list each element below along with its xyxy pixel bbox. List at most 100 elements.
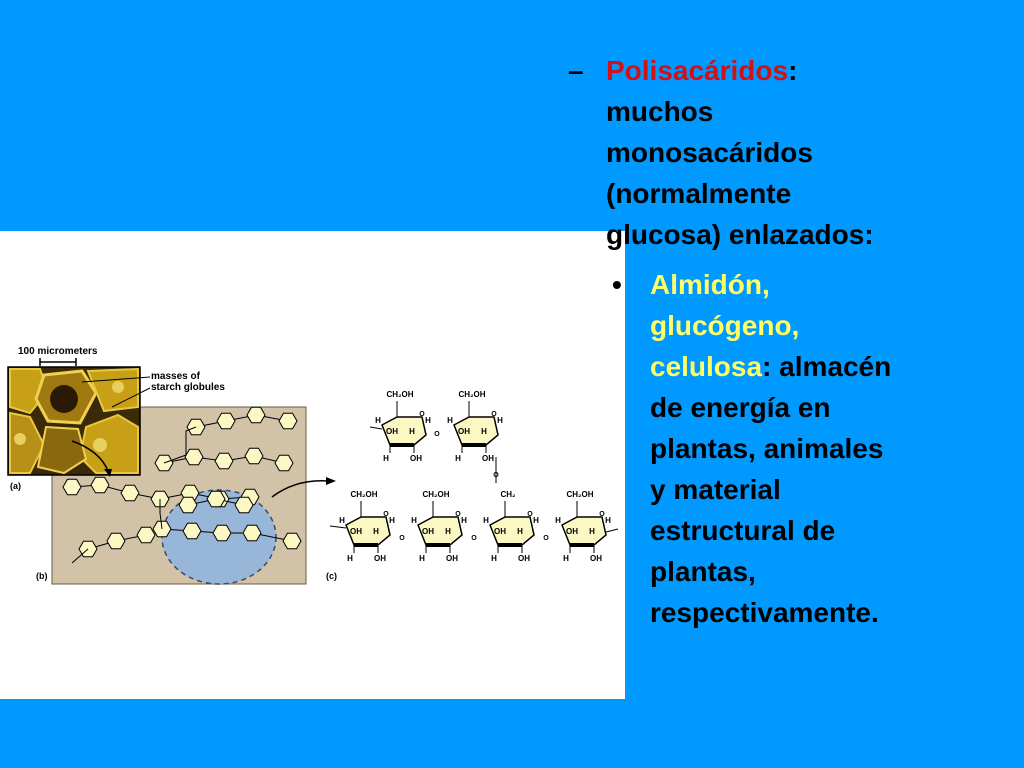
glucose-unit-hexagon [178, 496, 198, 514]
glucose-unit-hexagon [246, 406, 266, 424]
item2-line-1: de energía en [650, 392, 831, 423]
arrow-a-to-b-head [104, 469, 112, 477]
structure-label: CH₂OH [566, 490, 593, 499]
arrow-b-to-c-head [326, 477, 336, 485]
examples-item: • Almidón, glucógeno, celulosa: almacén … [612, 264, 1008, 633]
structure-label: O [471, 535, 477, 542]
structure-label: OH [494, 527, 506, 536]
glucose-unit-hexagon [282, 532, 302, 550]
glucose-unit-hexagon [212, 524, 232, 542]
item2-line-6: respectivamente. [650, 597, 879, 628]
structure-label: H [555, 516, 561, 525]
item1-line-3: (normalmente [606, 178, 792, 209]
structure-label: H [347, 554, 353, 563]
structure-label: O [491, 411, 497, 418]
structure-label: OH [458, 427, 470, 436]
item1-line-4: glucosa) enlazados: [606, 219, 874, 250]
term-glucogeno: glucógeno, [650, 310, 800, 341]
item2-line-3: y material [650, 474, 781, 505]
structure-label: OH [410, 454, 422, 463]
chain-end-line [71, 548, 89, 564]
arrow-b-to-c [271, 480, 329, 498]
structure-label: CH₂OH [386, 390, 413, 399]
item2-line-4: estructural de [650, 515, 836, 546]
structure-label: H [491, 554, 497, 563]
structure-label: H [409, 427, 415, 436]
glucose-unit-hexagon [274, 454, 294, 472]
arrow-a-to-b [71, 440, 109, 472]
starch-micrograph [7, 366, 141, 476]
structure-label: O [527, 511, 533, 518]
term-polisacaridos: Polisacáridos [606, 55, 789, 86]
bullet-marker: • [612, 269, 622, 300]
structure-label: O [455, 511, 461, 518]
structure-label: CH₂OH [422, 490, 449, 499]
structure-label: OH [518, 554, 530, 563]
item2-line-0: : almacén [762, 351, 892, 382]
item1-line-2: monosacáridos [606, 137, 813, 168]
term-celulosa: celulosa [650, 351, 763, 382]
callout-label-line2: starch globules [151, 382, 225, 393]
structure-label: O [419, 411, 425, 418]
glucose-unit-hexagon [206, 490, 226, 508]
structure-label: H [517, 527, 523, 536]
chain-end-bond [369, 426, 383, 430]
structure-label: OH [374, 554, 386, 563]
structure-label: H [455, 454, 461, 463]
structure-label: H [605, 516, 611, 525]
glucose-unit-hexagon [234, 496, 254, 514]
glucose-unit-hexagon [136, 526, 156, 544]
callout-line-1 [81, 376, 151, 383]
structure-label: CH₂ [500, 490, 516, 499]
chain-end-bond [605, 528, 619, 533]
dash-marker: – [568, 55, 584, 86]
item2-line-2: plantas, animales [650, 433, 884, 464]
glucose-unit-hexagon [184, 448, 204, 466]
scale-label: 100 micrometers [18, 346, 98, 357]
structure-label: H [411, 516, 417, 525]
structure-label: O [493, 472, 499, 479]
polysaccharide-item: – Polisacáridos: muchos monosacáridos (n… [568, 50, 1008, 255]
structure-label: O [434, 431, 440, 438]
structure-label: O [543, 535, 549, 542]
structure-label: H [563, 554, 569, 563]
chain-end-bond [329, 525, 347, 529]
glucose-unit-hexagon [214, 452, 234, 470]
glucose-unit-hexagon [106, 532, 126, 550]
structure-label: CH₂OH [350, 490, 377, 499]
structure-label: OH [386, 427, 398, 436]
callout-label-line1: masses of [151, 371, 201, 382]
structure-label: O [399, 535, 405, 542]
structure-label: CH₂OH [458, 390, 485, 399]
structure-label: H [445, 527, 451, 536]
panel-label-a: (a) [10, 481, 21, 491]
callout-line-2 [111, 387, 151, 408]
structure-label: O [599, 511, 605, 518]
term-almidon: Almidón, [650, 269, 770, 300]
structure-label: OH [566, 527, 578, 536]
panel-label-b: (b) [36, 571, 48, 581]
structure-label: H [373, 527, 379, 536]
starch-figure-svg: 100 micrometers masses of starch globule… [7, 346, 619, 585]
structure-label: H [483, 516, 489, 525]
item1-line-0: : [788, 55, 798, 86]
glucose-chain-line [195, 414, 289, 428]
structure-label: H [447, 416, 453, 425]
structure-label: H [533, 516, 539, 525]
starch-figure: 100 micrometers masses of starch globule… [0, 231, 625, 699]
structure-label: H [419, 554, 425, 563]
glucose-unit-hexagon [244, 447, 264, 465]
structure-label: H [339, 516, 345, 525]
item2-line-5: plantas, [650, 556, 756, 587]
panel-label-c: (c) [326, 571, 337, 581]
structure-label: H [375, 416, 381, 425]
structure-label: H [461, 516, 467, 525]
structure-label: H [389, 516, 395, 525]
structure-label: OH [422, 527, 434, 536]
glucose-unit-hexagon [182, 522, 202, 540]
slide-text: – Polisacáridos: muchos monosacáridos (n… [568, 50, 1008, 633]
structure-label: OH [590, 554, 602, 563]
structure-label: OH [350, 527, 362, 536]
branch-line [163, 426, 197, 464]
